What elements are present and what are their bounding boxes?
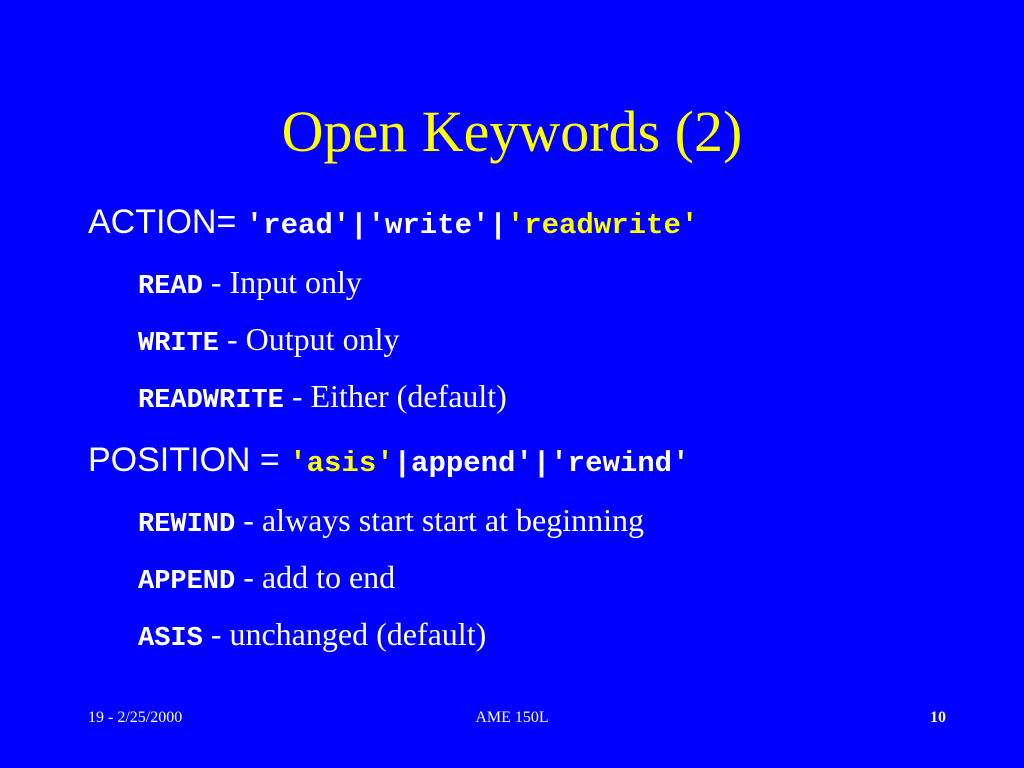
position-keyword-line: POSITION = 'asis'|append'|'rewind' — [88, 440, 690, 484]
action-item-read: READ - Input only — [138, 262, 362, 307]
item-description: - unchanged (default) — [210, 616, 487, 652]
action-item-write: WRITE - Output only — [138, 319, 399, 364]
action-keyword: ACTION= — [88, 203, 237, 241]
slide-title: Open Keywords (2) — [281, 99, 743, 164]
item-keyword: ASIS — [138, 624, 203, 654]
item-keyword: READ — [138, 272, 203, 302]
position-value-default: 'asis' — [289, 447, 394, 480]
action-value-options: 'read'|'write'| — [245, 209, 507, 242]
item-keyword: WRITE — [138, 329, 220, 359]
position-values: 'asis'|append'|'rewind' — [289, 447, 689, 480]
position-item-rewind: REWIND - always start start at beginning — [138, 500, 644, 545]
item-description: - Output only — [227, 321, 400, 357]
position-value-options: |append'|'rewind' — [393, 447, 690, 480]
footer-date: 19 - 2/25/2000 — [88, 709, 183, 726]
item-description: - always start start at beginning — [243, 502, 644, 538]
item-keyword: READWRITE — [138, 386, 284, 416]
position-keyword: POSITION = — [88, 441, 280, 479]
action-values: 'read'|'write'|'readwrite' — [246, 209, 698, 242]
action-value-default: 'readwrite' — [506, 209, 699, 242]
footer-page-number: 10 — [930, 709, 946, 726]
footer-course: AME 150L — [475, 709, 549, 726]
item-description: - Either (default) — [291, 378, 507, 414]
item-description: - add to end — [243, 559, 396, 595]
item-keyword: APPEND — [138, 567, 236, 597]
item-description: - Input only — [210, 264, 362, 300]
action-keyword-line: ACTION= 'read'|'write'|'readwrite' — [88, 202, 698, 246]
item-keyword: REWIND — [138, 510, 236, 540]
position-item-append: APPEND - add to end — [138, 557, 395, 602]
position-item-asis: ASIS - unchanged (default) — [138, 614, 486, 659]
action-item-readwrite: READWRITE - Either (default) — [138, 376, 507, 421]
